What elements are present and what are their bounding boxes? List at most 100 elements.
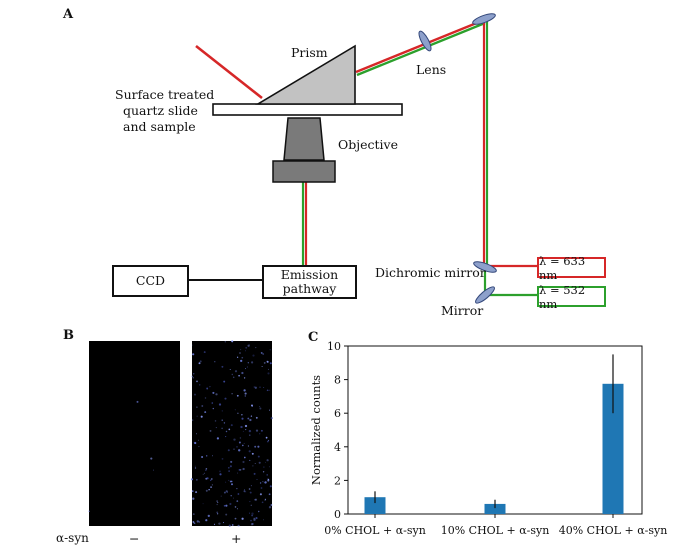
speckle <box>221 410 223 412</box>
speckle <box>227 449 230 452</box>
speckle <box>230 424 233 427</box>
speckle <box>221 427 223 430</box>
speckle <box>269 485 272 488</box>
speckle <box>207 514 210 518</box>
speckle <box>209 479 212 482</box>
panel-a-letter: A <box>63 7 74 22</box>
speckle <box>250 504 252 506</box>
panel-b-letter: B <box>63 328 74 343</box>
speckle <box>253 518 256 521</box>
speckle <box>242 467 245 471</box>
speckle <box>228 479 230 481</box>
laser-532-label: λ = 532 nm <box>539 282 586 311</box>
speckle <box>259 407 262 410</box>
lens-icon <box>418 30 432 52</box>
speckle <box>244 395 247 397</box>
speckle <box>194 441 197 445</box>
ccd-box: CCD <box>112 265 189 297</box>
mirror-label: Mirror <box>441 303 484 318</box>
bar-1 <box>484 503 506 514</box>
speckle <box>205 468 208 470</box>
speckle <box>225 490 228 493</box>
speckle <box>261 366 263 367</box>
laser-633-box: λ = 633 nm <box>537 254 606 282</box>
speckle <box>243 490 246 493</box>
speckle <box>237 524 240 527</box>
speckle <box>192 513 195 515</box>
speckle <box>267 478 269 479</box>
speckle <box>243 489 246 491</box>
speckle <box>231 340 234 343</box>
speckle <box>223 491 226 494</box>
speckle <box>196 479 198 481</box>
speckle <box>249 434 251 436</box>
speckle <box>225 430 228 433</box>
speckle <box>228 428 231 431</box>
speckle <box>269 362 272 365</box>
speckle <box>221 365 224 368</box>
speckle <box>230 460 233 463</box>
sample-label-3: and sample <box>123 119 196 134</box>
y-axis-label: Normalized counts <box>309 375 323 485</box>
speckle <box>220 495 222 497</box>
speckle <box>196 406 198 408</box>
speckle <box>225 504 228 507</box>
speckle <box>234 409 236 411</box>
speckle <box>230 494 232 497</box>
speckle <box>219 473 222 476</box>
speckle <box>248 429 252 433</box>
speckle <box>239 352 241 354</box>
speckle <box>236 500 239 502</box>
speckle <box>247 362 249 364</box>
speckle <box>209 386 211 388</box>
speckle <box>88 510 90 512</box>
beam-prism-to-top-mirror <box>355 18 486 77</box>
speckle <box>218 403 222 406</box>
speckle <box>255 347 257 349</box>
speckle <box>248 344 250 346</box>
speckle <box>259 493 262 496</box>
speckle <box>196 415 198 417</box>
speckle <box>225 513 228 516</box>
speckle <box>263 466 265 468</box>
speckle <box>259 406 261 408</box>
speckle <box>211 484 214 486</box>
speckle <box>237 412 239 414</box>
speckle <box>249 512 250 514</box>
speckle <box>236 488 238 490</box>
speckle <box>193 522 196 525</box>
speckle <box>262 353 265 355</box>
speckle <box>239 437 242 439</box>
speckle <box>197 439 199 441</box>
speckle <box>192 419 194 421</box>
speckle <box>196 520 199 523</box>
speckle <box>239 469 242 471</box>
speckle <box>249 418 252 422</box>
speckle <box>238 469 241 471</box>
speckle <box>236 508 238 510</box>
speckle <box>265 461 266 463</box>
speckle <box>267 479 270 482</box>
speckle <box>192 376 195 379</box>
speckle <box>198 384 201 386</box>
speckle <box>228 524 231 527</box>
speckle <box>252 465 254 467</box>
speckle <box>243 389 246 392</box>
speckle <box>227 466 230 469</box>
condition-plus: + <box>231 531 242 546</box>
speckle <box>206 455 208 457</box>
speckle <box>246 366 248 368</box>
speckle <box>201 405 204 407</box>
laser-532-box: λ = 532 nm <box>537 283 606 311</box>
speckle <box>204 411 207 414</box>
speckle <box>218 522 221 525</box>
speckle <box>233 448 235 450</box>
speckle <box>259 433 261 435</box>
speckle <box>262 481 264 483</box>
speckle <box>264 498 267 501</box>
setup-diagram <box>189 13 538 304</box>
speckle <box>214 361 216 363</box>
speckle <box>216 437 220 440</box>
speckle <box>221 458 224 460</box>
speckle <box>242 444 244 447</box>
